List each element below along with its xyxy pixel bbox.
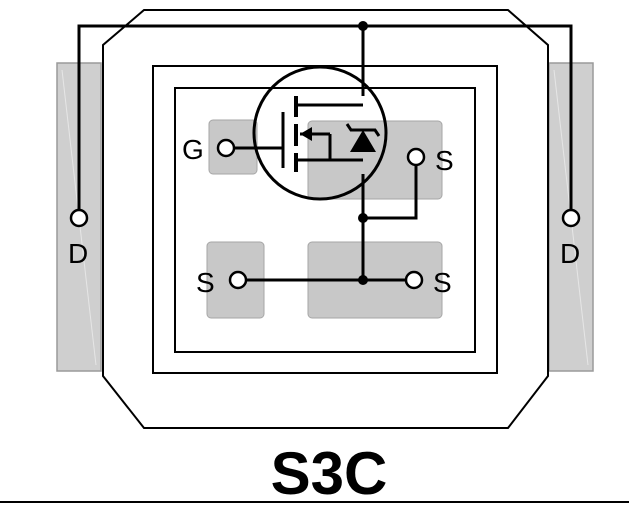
- drain-left-label: D: [68, 238, 88, 269]
- gate-label: G: [182, 134, 204, 165]
- body-diode-bar: [345, 123, 381, 137]
- source-top-label: S: [435, 145, 454, 176]
- drain-right-label: D: [560, 238, 580, 269]
- drain-wire: [77, 24, 573, 211]
- mosfet-symbol-circle: [252, 65, 388, 201]
- source-top-wire: [363, 165, 418, 220]
- gate-terminal: [216, 138, 236, 158]
- source-top-terminal: [406, 147, 426, 167]
- source-bottom-right-label: S: [433, 267, 452, 298]
- package-outline: [102, 9, 549, 429]
- mosfet-body-arrow: [300, 127, 312, 141]
- drain-left-terminal: [69, 208, 89, 228]
- drain-right-terminal: [561, 208, 581, 228]
- source-bottom-left-terminal: [228, 270, 248, 290]
- source-bottom-right-terminal: [404, 270, 424, 290]
- body-diode-triangle: [350, 130, 376, 152]
- package-title: S3C: [271, 440, 388, 504]
- die-inner-frame: [174, 87, 476, 353]
- source-bottom-left-label: S: [196, 267, 215, 298]
